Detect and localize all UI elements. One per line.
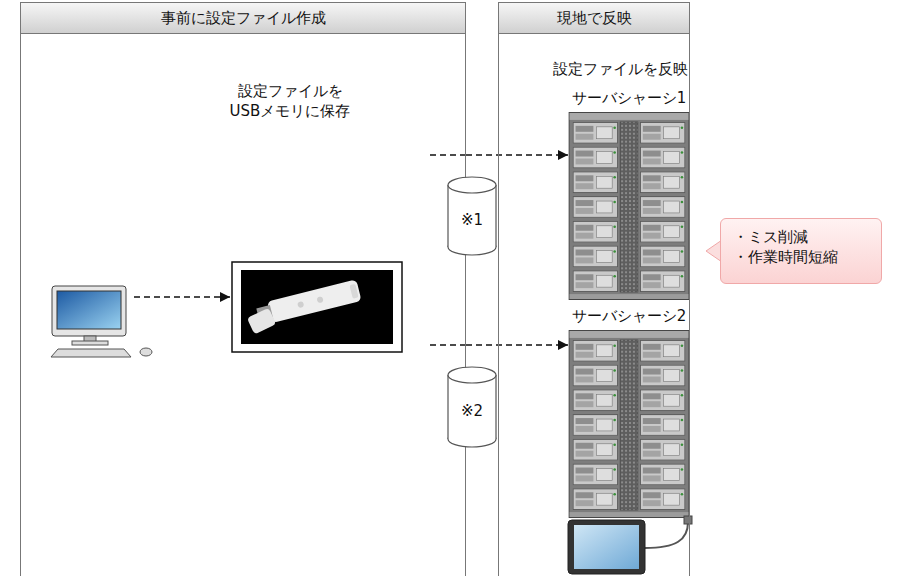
panel-heading: 現地で反映 <box>499 3 689 34</box>
panel-heading: 事前に設定ファイル作成 <box>21 3 465 34</box>
server-chassis: サーバシャーシ1 <box>568 89 690 303</box>
benefit-text: ・作業時間短縮 <box>733 248 869 268</box>
drawing-part <box>232 262 402 352</box>
drawing-part <box>568 520 645 574</box>
cylinder-body <box>448 185 496 247</box>
cylinder-top <box>448 367 496 383</box>
drawing-part <box>267 279 362 323</box>
dashed-arrow <box>466 154 568 156</box>
dashed-arrow <box>466 344 568 346</box>
callout-number: ※1 <box>461 211 483 231</box>
step-note: 設定ファイルを反映 <box>545 60 695 80</box>
cylinder-side <box>447 185 448 247</box>
server-chassis-image <box>569 330 689 517</box>
benefit-text: ・ミス削減 <box>733 228 869 248</box>
dashed-arrow-stub <box>430 154 466 156</box>
drawing-part <box>57 291 121 329</box>
dashed-arrow <box>134 296 230 298</box>
step-note: 設定ファイルを USBメモリに保存 <box>225 82 355 121</box>
drawing-part <box>349 284 358 299</box>
usb-photo <box>232 262 402 352</box>
drawing-part <box>247 308 276 334</box>
drawing-part <box>684 516 692 524</box>
drawing-part <box>247 308 276 334</box>
config-file-cylinder: ※2 <box>447 366 497 448</box>
cylinder-top <box>448 177 496 193</box>
tablet-device <box>568 516 692 574</box>
server-chassis-image <box>569 112 689 299</box>
drawing-part <box>140 348 152 356</box>
drawing-part <box>645 522 688 548</box>
drawing-part <box>51 349 131 357</box>
drawing-part <box>297 301 304 308</box>
config-file-cylinder: ※1 <box>447 176 497 256</box>
drawing-part <box>574 525 639 569</box>
phase-panel: 現地で反映サーバシャーシ1 サーバシャーシ2 <box>498 2 690 576</box>
cylinder-side <box>447 375 448 439</box>
callout-number: ※2 <box>461 402 483 422</box>
drawing-part <box>241 270 393 344</box>
dashed-arrow-stub <box>430 344 466 346</box>
chassis-label: サーバシャーシ1 <box>572 89 687 109</box>
cylinder-side <box>495 375 496 439</box>
drawing-part <box>52 286 126 336</box>
server-chassis: サーバシャーシ2 <box>568 307 690 521</box>
cylinder-body <box>448 375 496 439</box>
benefit-callout: ・ミス削減・作業時間短縮 <box>720 218 882 284</box>
drawing-part <box>72 341 108 345</box>
cylinder-side <box>495 185 496 247</box>
chassis-label: サーバシャーシ2 <box>572 307 687 327</box>
drawing-part <box>316 296 323 303</box>
